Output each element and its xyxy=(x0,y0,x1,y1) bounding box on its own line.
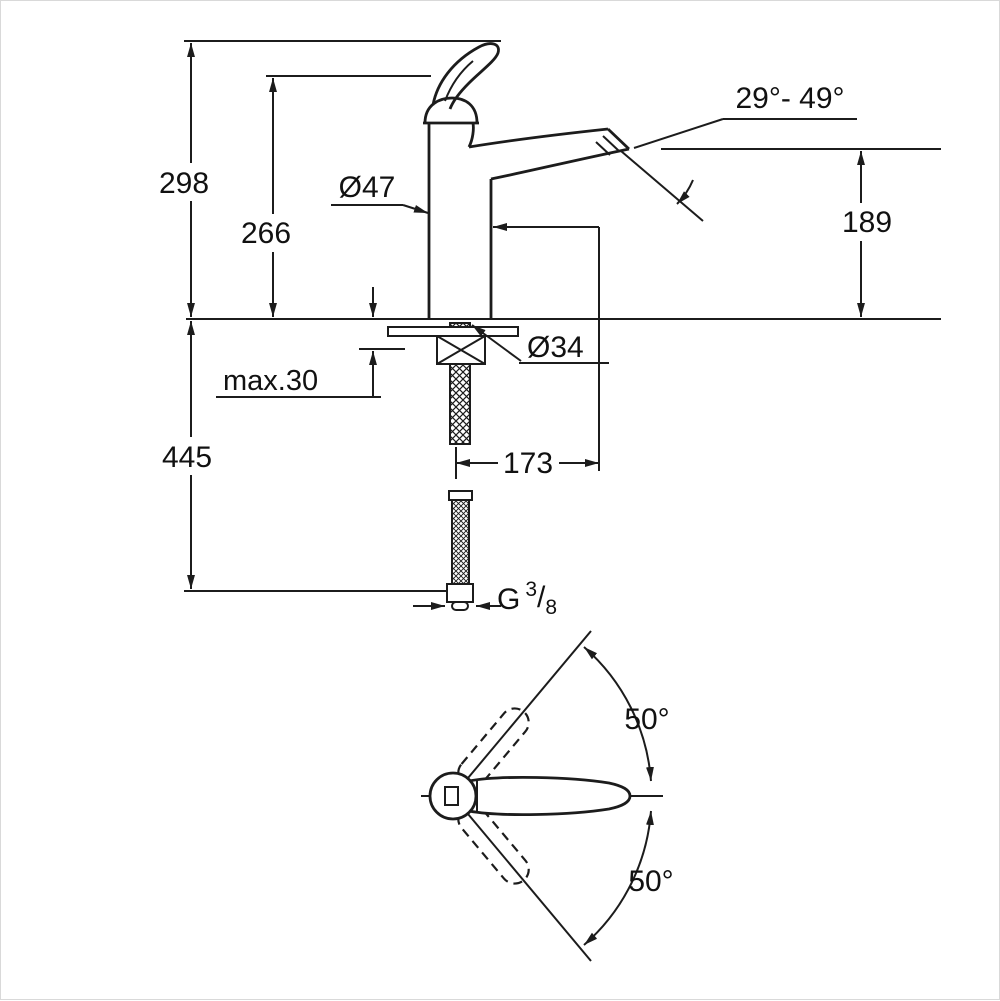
side-view: 298 266 Ø47 29°- 49° xyxy=(159,40,941,619)
dim-189-label: 189 xyxy=(842,206,892,239)
spout-bottom xyxy=(490,147,630,181)
valve-detail-rect xyxy=(444,786,459,806)
handle-plan-outline xyxy=(467,775,632,817)
swivel-arc-down xyxy=(583,810,654,946)
nut-cross-lines xyxy=(436,335,486,365)
dim-angle-label: 29°- 49° xyxy=(735,82,844,115)
dimension-total-height: 298 xyxy=(159,40,501,317)
top-view: 50° 50° xyxy=(421,630,674,962)
swivel-line-up xyxy=(467,630,592,779)
swivel-up-label: 50° xyxy=(624,703,669,736)
dimension-outlet-height: 189 xyxy=(661,148,941,317)
dimension-hole-diameter: Ø34 xyxy=(471,324,609,364)
thread-numerator: 3 xyxy=(525,578,537,601)
thread-denominator: 8 xyxy=(545,596,557,619)
dim-34-leader xyxy=(471,324,522,362)
jet-direction-line xyxy=(620,150,704,222)
mounting-washer xyxy=(387,326,519,337)
hose-connector xyxy=(446,583,474,603)
dimension-hose-length: 445 xyxy=(162,321,447,592)
dim-266-label: 266 xyxy=(241,217,291,250)
flexible-hose xyxy=(451,499,470,585)
dim-angle-leader xyxy=(633,118,724,149)
swivel-line-down xyxy=(467,813,592,962)
jet-angle-arc xyxy=(676,179,694,205)
dim-298-label: 298 xyxy=(159,167,209,200)
dimension-projection: 173 xyxy=(455,227,600,480)
swivel-down-label: 50° xyxy=(628,865,673,898)
spout-top xyxy=(468,127,609,149)
connector-tip xyxy=(451,601,469,611)
dim-34-label: Ø34 xyxy=(527,331,584,364)
thread-slash: / xyxy=(537,581,546,614)
spout-tip-face xyxy=(607,127,630,151)
dimension-body-diameter: Ø47 xyxy=(331,171,599,231)
swivel-arc-up xyxy=(583,646,654,782)
aerator-line-2 xyxy=(595,141,611,156)
dim-47-arrow-left xyxy=(402,204,429,214)
mounting-hardware xyxy=(387,322,519,611)
lever-inner-line xyxy=(444,60,474,102)
dimension-spout-angle: 29°- 49° xyxy=(620,82,857,222)
dim-445-label: 445 xyxy=(162,441,212,474)
neck-right-edge xyxy=(467,122,475,148)
dimension-max-deck-thickness: max.30 xyxy=(216,287,405,398)
dimension-body-height: 266 xyxy=(241,75,431,317)
dim-173-label: 173 xyxy=(503,447,553,480)
thread-prefix: G xyxy=(497,583,520,616)
dim-max30-label: max.30 xyxy=(223,365,318,397)
hose-ferrule xyxy=(448,490,473,501)
aerator-line-1 xyxy=(602,135,620,152)
lever-handle xyxy=(431,42,500,110)
cartridge-dome xyxy=(423,96,479,124)
faucet-outline xyxy=(423,42,630,318)
dim-47-label: Ø47 xyxy=(339,171,396,204)
